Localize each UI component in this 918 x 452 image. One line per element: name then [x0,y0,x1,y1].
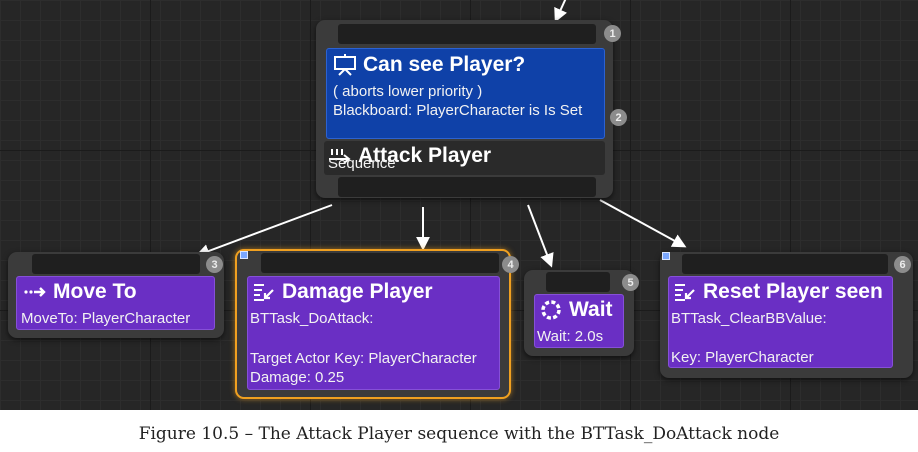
input-pin[interactable] [338,24,596,44]
task-title: Reset Player seen [703,280,883,303]
move-to-node[interactable]: 3 Move To MoveTo: PlayerCharacter [8,252,224,338]
composite-title: Attack Player [358,144,492,167]
task-damage-player[interactable]: Damage Player BTTask_DoAttack: Target Ac… [247,276,500,390]
task-title: Move To [53,280,137,303]
reset-player-seen-node[interactable]: 6 Reset Player seen BTTask_ClearBBValue:… [660,252,913,378]
input-pin[interactable] [261,253,499,273]
breakpoint-marker [240,251,248,259]
target-actor-key: Target Actor Key: PlayerCharacter [250,350,477,367]
task-title: Wait [569,298,613,321]
task-wait[interactable]: Wait Wait: 2.0s [534,294,624,348]
damage-player-node[interactable]: 4 Damage Player BTTask_DoAttack: Target … [235,249,519,399]
execution-index-badge: 3 [206,256,223,273]
observer-icon [333,54,357,76]
task-detail: MoveTo: PlayerCharacter [21,310,191,327]
blackboard-key: Key: PlayerCharacter [671,349,814,366]
output-pin[interactable] [338,177,596,197]
wait-node[interactable]: 5 Wait Wait: 2.0s [524,270,639,356]
decorator-condition: Blackboard: PlayerCharacter is Is Set [333,102,583,119]
figure-caption: Figure 10.5 – The Attack Player sequence… [138,424,780,444]
composite-attack-player[interactable]: Attack Player [324,141,605,175]
composite-type: Sequence [328,155,396,172]
execution-index-badge: 4 [502,256,519,273]
decorator-title: Can see Player? [363,53,526,76]
wait-duration: Wait: 2.0s [537,328,604,345]
input-pin[interactable] [546,272,610,292]
task-class: BTTask_DoAttack: [250,310,374,327]
task-move-to[interactable]: Move To MoveTo: PlayerCharacter [16,276,215,330]
sequence-icon [328,145,352,167]
damage-value: Damage: 0.25 [250,369,345,386]
execution-index-badge: 5 [622,274,639,291]
breakpoint-marker [662,252,670,260]
wire-to-move-to [195,204,333,258]
task-title: Damage Player [282,280,433,303]
wire-to-reset-player-seen [599,199,687,248]
behavior-tree-graph[interactable]: 1 Can see Player? ( aborts lower priorit… [0,0,918,410]
task-class: BTTask_ClearBBValue: [671,310,827,327]
execution-index-badge: 1 [604,25,621,42]
move-arrow-icon [23,281,47,303]
attack-player-node[interactable]: 1 Can see Player? ( aborts lower priorit… [316,20,627,198]
task-icon [252,281,276,303]
execution-index-badge: 6 [894,256,911,273]
decorator-can-see-player[interactable]: Can see Player? ( aborts lower priority … [326,48,627,139]
input-pin[interactable] [32,254,200,274]
decorator-abort-mode: ( aborts lower priority ) [333,83,483,100]
wire-to-wait [527,204,554,268]
decorator-index-badge: 2 [610,109,627,126]
wait-spinner-icon [539,299,563,321]
input-pin[interactable] [682,254,888,274]
wire-incoming [554,0,568,23]
task-reset-player-seen[interactable]: Reset Player seen BTTask_ClearBBValue: K… [668,276,893,368]
task-icon [673,281,697,303]
